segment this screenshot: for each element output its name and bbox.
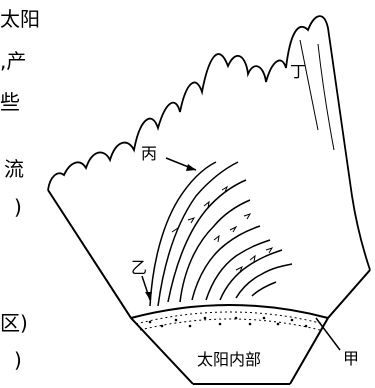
corona-outline <box>47 15 371 271</box>
label-bing: 丙 <box>141 144 158 163</box>
photosphere-texture <box>135 311 325 331</box>
spicule-flicker <box>171 185 274 273</box>
arrow-bing-head <box>186 164 196 171</box>
question-text-fragment-4: 流 <box>4 157 24 181</box>
granulation-dots <box>148 316 308 328</box>
label-jia: 甲 <box>343 349 360 368</box>
pointer-jia <box>315 317 341 351</box>
label-ding: 丁 <box>290 62 307 81</box>
question-text-fragment-3: 些 <box>0 90 20 114</box>
photosphere-arc <box>130 304 329 319</box>
question-text-fragment-6: 区) <box>0 311 28 335</box>
corona-inner-detail <box>299 39 335 151</box>
question-text-fragment-5: ) <box>14 195 22 219</box>
question-text-fragment-1: 太阳 <box>0 7 40 31</box>
question-text-fragment-7: ) <box>14 348 22 372</box>
label-sun-interior: 太阳内部 <box>197 350 262 369</box>
question-text-fragment-2: ,产 <box>0 49 27 73</box>
arrow-yi-head <box>145 292 152 300</box>
spicule-flames <box>149 161 293 307</box>
label-yi: 乙 <box>131 258 148 277</box>
